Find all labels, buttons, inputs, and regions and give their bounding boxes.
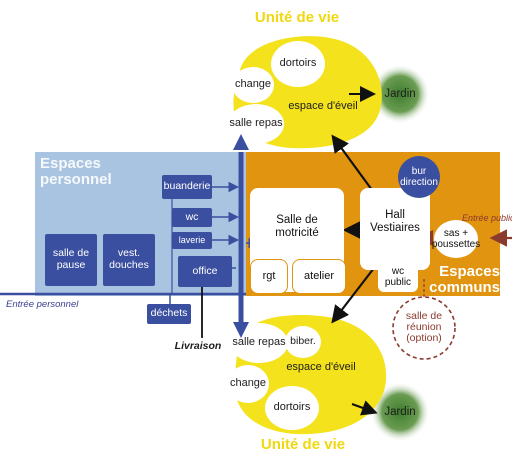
wc-room: wc [172, 208, 212, 227]
bottom-biber-label: biber. [290, 335, 316, 347]
laverie-room: laverie [172, 232, 212, 249]
bottom-unit-title: Unité de vie [260, 436, 346, 453]
bottom-dortoirs-circle [265, 386, 319, 430]
atelier-label: atelier [304, 270, 334, 283]
bur-direction-label: bur direction [400, 165, 438, 189]
top-change-label: change [234, 78, 272, 90]
livraison-label: Livraison [174, 340, 222, 352]
vertical-arrow-head-top [233, 134, 249, 150]
sas-box: sas + poussettes [431, 220, 481, 258]
top-jardin-label: Jardin [384, 88, 416, 100]
hall-label: Hall Vestiaires [370, 208, 420, 234]
top-dortoirs-label: dortoirs [279, 57, 317, 69]
vertical-arrow-head-bottom [233, 322, 249, 338]
rgt-box: rgt [250, 259, 288, 294]
arrow-hall-to-top [331, 134, 373, 191]
top-salle-repas-circle [228, 104, 284, 144]
arrow-hall-to-bottom [331, 267, 375, 324]
reunion-label: salle de réunion (option) [405, 310, 443, 345]
wc-public-label: wc public [384, 265, 412, 289]
buanderie-room: buanderie [162, 175, 212, 199]
bottom-change-label: change [229, 377, 267, 389]
top-salle-repas-label: salle repas [229, 117, 283, 129]
reunion-circle [392, 296, 456, 360]
salle-pause-room: salle de pause [45, 234, 97, 286]
bottom-salle-repas-label: salle repas [232, 336, 286, 348]
bottom-salle-repas-circle [230, 323, 288, 363]
rgt-label: rgt [262, 270, 276, 283]
top-unit-title: Unité de vie [254, 9, 340, 26]
vest-douches-room: vest. douches [103, 234, 155, 286]
communs-zone-label: Espaces communs [429, 263, 500, 296]
atelier-box: atelier [292, 259, 346, 294]
office-room: office [178, 256, 232, 287]
bottom-jardin-label: Jardin [384, 406, 416, 418]
arrow-bottom-garden [351, 400, 378, 416]
bottom-espace-eveil-label: espace d'éveil [286, 361, 356, 373]
bur-direction-circle: bur direction [398, 156, 440, 198]
bottom-dortoirs-label: dortoirs [273, 401, 311, 413]
motricite-label: Salle de motricité [275, 214, 319, 240]
wc-public-box: wc public [378, 262, 418, 292]
top-change-circle [232, 67, 274, 103]
entree-personnel-label: Entrée personnel [6, 299, 79, 310]
entree-public-label: Entrée public [462, 214, 512, 223]
personnel-zone-label: Espaces personnel [40, 155, 112, 188]
top-espace-eveil-label: espace d'éveil [288, 100, 358, 112]
bottom-biber-circle [285, 326, 321, 358]
dechets-room: déchets [147, 304, 191, 324]
top-garden-shape [370, 64, 430, 124]
sas-label: sas + poussettes [431, 227, 481, 251]
bottom-change-circle [227, 365, 269, 403]
hall-box: Hall Vestiaires [360, 188, 430, 270]
bottom-garden-shape [370, 382, 430, 442]
top-dortoirs-circle [271, 41, 325, 87]
